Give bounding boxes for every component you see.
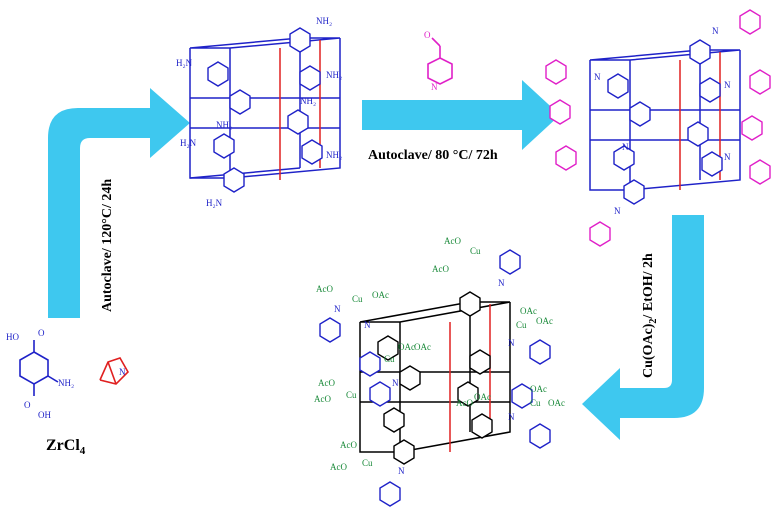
zrcl4-label: ZrCl4 bbox=[46, 437, 86, 457]
cu-site-5-cu: Cu bbox=[346, 390, 357, 400]
amino-h2n-6: H₂N bbox=[180, 138, 197, 148]
imine-n-5: N bbox=[724, 152, 731, 162]
amino-nh2-1: NH₂ bbox=[316, 16, 332, 26]
cu-site-6-oac: OAc bbox=[530, 384, 547, 394]
linker-oh: OH bbox=[38, 410, 51, 420]
arrow-step1 bbox=[48, 88, 190, 318]
cu-site-2-oac: OAc bbox=[372, 290, 389, 300]
amino-nh2-7: NH₂ bbox=[326, 150, 342, 160]
cu-site-7-aco: AcO bbox=[456, 398, 473, 408]
imine-n-1: N bbox=[712, 26, 719, 36]
cu-site-2-cu: Cu bbox=[352, 294, 363, 304]
linker-molecule bbox=[19, 340, 59, 396]
cu-site-1-cu: Cu bbox=[470, 246, 481, 256]
cu-mof-n-5: N bbox=[392, 378, 399, 388]
linker-o-bottom: O bbox=[24, 400, 31, 410]
cu-site-1-aco2: AcO bbox=[432, 264, 449, 274]
modulator-n: N bbox=[119, 367, 126, 377]
imine-n-6: N bbox=[614, 206, 621, 216]
cu-mof-n-1: N bbox=[498, 278, 505, 288]
cu-site-3-oac: OAc bbox=[520, 306, 537, 316]
cu-mof-n-2: N bbox=[334, 304, 341, 314]
imine-n-2: N bbox=[594, 72, 601, 82]
step2-label: Autoclave/ 80 °C/ 72h bbox=[368, 148, 498, 163]
cu-site-2-aco: AcO bbox=[316, 284, 333, 294]
cu-site-6-oac2: OAc bbox=[548, 398, 565, 408]
amino-nh2-3: NH₂ bbox=[326, 70, 342, 80]
step3-label: Cu(OAc)2/ EtOH/ 2h bbox=[641, 253, 659, 378]
linker-o-top: O bbox=[38, 328, 45, 338]
cu-mof-n-4: N bbox=[508, 338, 515, 348]
imine-n-4: N bbox=[622, 142, 629, 152]
cu-site-3-cu: Cu bbox=[516, 320, 527, 330]
arrow-step2 bbox=[362, 80, 560, 150]
cu-mof-n-7: N bbox=[398, 466, 405, 476]
cu-site-8-aco2: AcO bbox=[330, 462, 347, 472]
amino-nh2-4: NH₂ bbox=[216, 120, 232, 130]
amino-nh2-5: NH₂ bbox=[300, 96, 316, 106]
amino-h2n-8: H₂N bbox=[206, 198, 223, 208]
mof-cu-framework: AcO Cu AcO AcO Cu OAc OAc OAc Cu OAc OAc… bbox=[314, 236, 565, 507]
cu-mof-n-6: N bbox=[508, 412, 515, 422]
cu-site-8-cu: Cu bbox=[362, 458, 373, 468]
cu-site-4-oac2: OAc bbox=[414, 342, 431, 352]
linker-ho: HO bbox=[6, 332, 19, 342]
cu-site-1-aco: AcO bbox=[444, 236, 461, 246]
cu-mof-n-3: N bbox=[364, 320, 371, 330]
cu-site-3-oac2: OAc bbox=[536, 316, 553, 326]
linker-nh2: NH₂ bbox=[58, 378, 74, 388]
modulator-molecule bbox=[99, 357, 129, 385]
arrow-step3 bbox=[582, 215, 704, 440]
amino-h2n-2: H₂N bbox=[176, 58, 193, 68]
cu-site-5-aco2: AcO bbox=[314, 394, 331, 404]
cu-site-4-oac: OAc bbox=[398, 342, 415, 352]
cu-site-8-aco: AcO bbox=[340, 440, 357, 450]
imine-n-3: N bbox=[724, 80, 731, 90]
cu-site-6-cu: Cu bbox=[530, 398, 541, 408]
mof-amino-framework: NH₂ H₂N NH₂ NH₂ NH₂ H₂N NH₂ H₂N bbox=[176, 16, 342, 208]
cu-site-7-oac: OAc bbox=[474, 392, 491, 402]
cu-site-5-aco: AcO bbox=[318, 378, 335, 388]
aldehyde-n: N bbox=[431, 82, 438, 92]
cu-site-4-cu: Cu bbox=[384, 354, 395, 364]
aldehyde-molecule bbox=[427, 37, 453, 85]
step1-label: Autoclave/ 120°C/ 24h bbox=[100, 179, 115, 312]
mof-imine-framework: N N N N N N bbox=[545, 9, 771, 247]
aldehyde-o: O bbox=[424, 30, 431, 40]
